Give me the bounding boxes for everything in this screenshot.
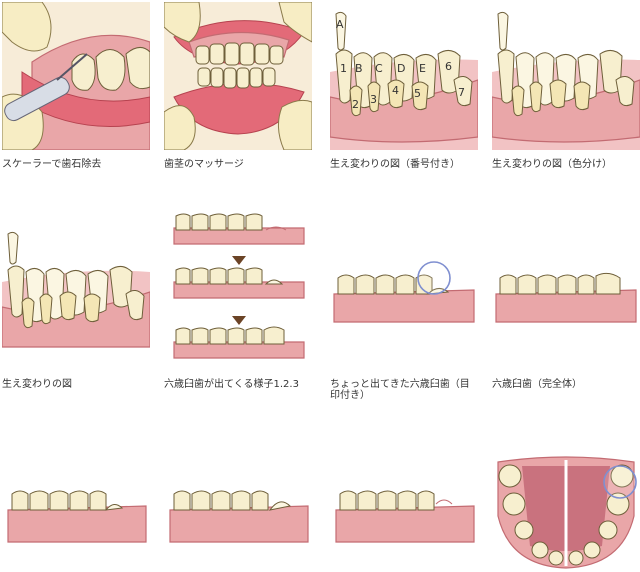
label-A: A bbox=[336, 18, 344, 31]
caption-gum-massage: 歯茎のマッサージ bbox=[164, 159, 244, 170]
label-C: C bbox=[375, 62, 383, 75]
label-4: 4 bbox=[392, 84, 399, 97]
label-B: B bbox=[355, 62, 363, 75]
illustration-tooth-replacement bbox=[2, 222, 150, 370]
caption-six-year-molar-emerging: 六歳臼歯が出てくる様子1.2.3 bbox=[164, 379, 299, 390]
step-1 bbox=[173, 213, 305, 245]
illustration-six-year-molar-slightly-emerged bbox=[330, 222, 478, 370]
label-7: 7 bbox=[458, 86, 465, 99]
down-triangle-icon bbox=[232, 256, 246, 265]
caption-tooth-replacement: 生え変わりの図 bbox=[2, 379, 72, 390]
step-3 bbox=[173, 326, 305, 359]
label-5: 5 bbox=[414, 87, 421, 100]
illustration-tooth-replacement-numbered: A B C D E 1 2 3 4 5 6 7 bbox=[330, 2, 478, 150]
illustration-lower-teeth-row-3 bbox=[330, 420, 478, 568]
illustration-lower-teeth-row-2 bbox=[164, 420, 312, 568]
label-3: 3 bbox=[370, 93, 377, 106]
caption-six-year-molar-marked: ちょっと出てきた六歳臼歯（目印付き） bbox=[330, 379, 470, 401]
circle-marker-icon bbox=[603, 465, 637, 499]
label-D: D bbox=[397, 62, 405, 75]
down-triangle-icon bbox=[232, 316, 246, 325]
label-1: 1 bbox=[340, 62, 347, 75]
caption-tooth-replacement-colored: 生え変わりの図（色分け） bbox=[492, 159, 612, 170]
label-2: 2 bbox=[352, 98, 359, 111]
caption-tooth-replacement-numbered: 生え変わりの図（番号付き） bbox=[330, 159, 460, 170]
caption-scaler: スケーラーで歯石除去 bbox=[2, 159, 102, 170]
circle-marker-icon bbox=[417, 261, 451, 295]
label-E: E bbox=[419, 62, 426, 75]
illustration-gum-massage bbox=[164, 2, 312, 150]
illustration-six-year-molar-complete bbox=[492, 222, 640, 370]
caption-six-year-molar-complete: 六歳臼歯（完全体） bbox=[492, 379, 582, 390]
step-2 bbox=[173, 267, 305, 299]
illustration-tooth-replacement-colored bbox=[492, 2, 640, 150]
illustration-jaw-top-view bbox=[492, 456, 640, 570]
illustration-lower-teeth-row-1 bbox=[2, 420, 150, 568]
label-6: 6 bbox=[445, 60, 452, 73]
illustration-scaler-tartar-removal bbox=[2, 2, 150, 150]
illustration-six-year-molar-emerging-steps bbox=[164, 210, 312, 372]
